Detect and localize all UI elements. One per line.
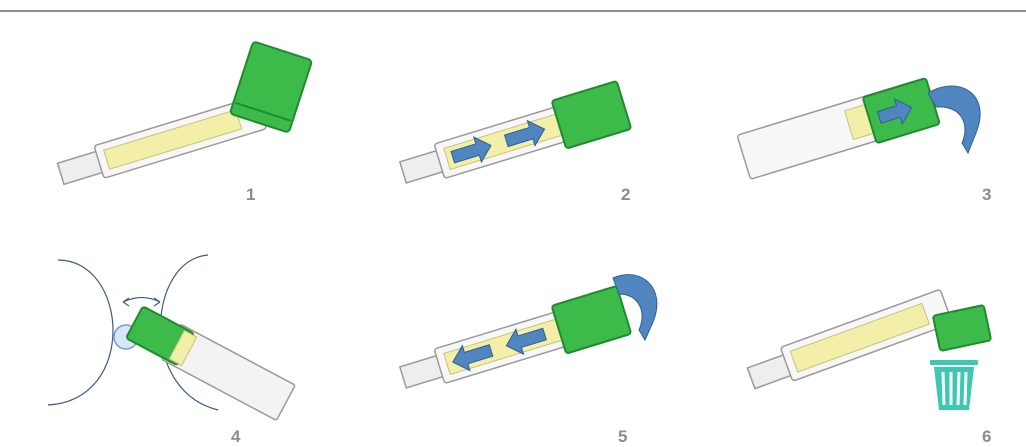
step-6-panel: 6 <box>700 240 1020 430</box>
step-number: 6 <box>982 427 991 447</box>
cover-film <box>552 81 632 149</box>
step-number: 2 <box>621 185 630 205</box>
step-number: 3 <box>982 185 991 205</box>
step-2-illustration <box>365 35 685 225</box>
step-2-panel: 2 <box>365 35 685 225</box>
step-number: 5 <box>618 427 627 447</box>
test-strip <box>745 289 953 394</box>
top-divider <box>0 10 1026 12</box>
step-4-panel: 4 <box>18 240 338 430</box>
step-5-panel: 5 <box>365 240 685 430</box>
double-arrow <box>123 298 160 307</box>
step-4-illustration <box>18 240 338 430</box>
step-1-panel: 1 <box>18 35 338 225</box>
step-3-illustration <box>700 35 1020 225</box>
step-6-illustration <box>700 240 1020 430</box>
step-3-panel: 3 <box>700 35 1020 225</box>
step-1-illustration <box>18 35 338 225</box>
cover-film <box>552 286 632 354</box>
step-number: 1 <box>246 185 255 205</box>
cover-film <box>863 78 940 143</box>
step-5-illustration <box>365 240 685 430</box>
trash-bin <box>930 360 978 410</box>
step-number: 4 <box>231 427 240 447</box>
